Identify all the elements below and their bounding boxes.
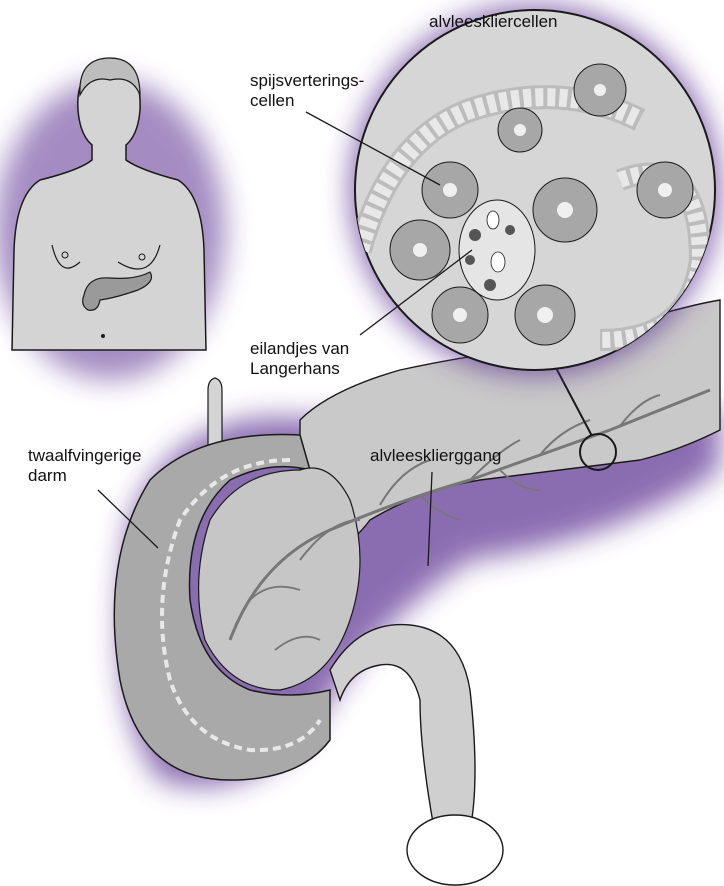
label-digestive-cells-1: spijsverterings-	[250, 71, 364, 91]
label-pancreas-cells: alvleeskliercellen	[429, 12, 558, 32]
islet-cluster	[459, 200, 535, 300]
label-islets-2: Langerhans	[250, 359, 340, 379]
pancreas-illustration	[114, 300, 720, 885]
label-pancreatic-duct: alvleesklierggang	[370, 446, 501, 466]
torso-body	[12, 62, 206, 350]
label-digestive-cells-2: cellen	[250, 91, 294, 111]
magnified-tissue	[350, 5, 720, 375]
label-duodenum-2: darm	[28, 466, 67, 486]
label-islets-1: eilandjes van	[250, 339, 349, 359]
torso-illustration	[0, 58, 225, 380]
label-duodenum-1: twaalfvingerige	[28, 446, 141, 466]
